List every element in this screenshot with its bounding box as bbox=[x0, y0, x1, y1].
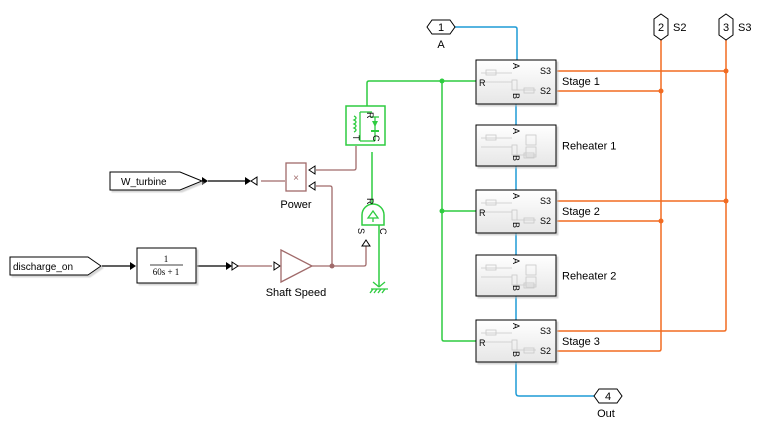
inport-a-number: 1 bbox=[438, 22, 444, 34]
port-a-label: A bbox=[511, 63, 521, 69]
wire-s3-bus[interactable] bbox=[557, 40, 727, 332]
sensor-port-c: C bbox=[371, 135, 381, 142]
tf-numerator: 1 bbox=[164, 254, 169, 264]
inport-s3-label: S3 bbox=[738, 22, 751, 34]
wire-inport-a-to-stage1[interactable] bbox=[455, 26, 518, 60]
sensor-port-t: T bbox=[351, 135, 361, 141]
port-a-label: A bbox=[511, 193, 521, 199]
port-b-label: B bbox=[511, 155, 521, 161]
port-b-label: B bbox=[511, 222, 521, 228]
from-tag-label: discharge_on bbox=[13, 262, 73, 273]
port-s3-label: S3 bbox=[540, 196, 551, 206]
block-internal-icon bbox=[481, 264, 537, 289]
inport-a[interactable]: 1 A bbox=[426, 19, 456, 51]
ideal-rotational-motion-sensor[interactable]: R T C bbox=[345, 105, 386, 146]
inport-s2[interactable]: 2 S2 bbox=[653, 13, 686, 41]
port-b-label: B bbox=[511, 351, 521, 357]
goto-w-turbine[interactable]: W_turbine bbox=[109, 171, 204, 191]
block-name-label: Stage 1 bbox=[562, 76, 600, 88]
junction-s2-stage1 bbox=[658, 88, 664, 94]
port-a-label: A bbox=[511, 128, 521, 134]
ps-port-gain-in bbox=[273, 261, 281, 271]
port-a-label: A bbox=[511, 323, 521, 329]
wire-sensor-t-to-power[interactable] bbox=[316, 146, 357, 171]
port-r-label: R bbox=[479, 338, 486, 348]
port-s2-label: S2 bbox=[540, 86, 551, 96]
inport-s3-number: 3 bbox=[723, 22, 729, 34]
arrow-goto-in bbox=[202, 177, 208, 185]
wire-sensor-r-to-bus[interactable] bbox=[366, 80, 476, 106]
block-name-label: Reheater 2 bbox=[562, 271, 616, 283]
ps-port-converter bbox=[250, 176, 258, 186]
block-internal-icon bbox=[481, 199, 536, 224]
source-port-r: R bbox=[365, 198, 375, 205]
ps-port-power-in1 bbox=[308, 165, 316, 175]
shaft-speed-gain[interactable]: Shaft Speed bbox=[266, 248, 327, 299]
source-port-c: C bbox=[378, 228, 388, 235]
port-s2-label: S2 bbox=[540, 216, 551, 226]
port-b-label: B bbox=[511, 285, 521, 291]
port-b-label: B bbox=[511, 93, 521, 99]
wire-speed-to-source[interactable] bbox=[312, 246, 367, 267]
block-internal-icon bbox=[481, 329, 536, 354]
goto-tag-label: W_turbine bbox=[121, 177, 167, 188]
junction-s3-stage1 bbox=[723, 68, 729, 74]
port-s3-label: S3 bbox=[540, 66, 551, 76]
ideal-angular-velocity-source[interactable]: R S C bbox=[356, 198, 388, 235]
ps-port-power-in2 bbox=[308, 181, 316, 191]
outport-out[interactable]: 4 Out bbox=[593, 388, 623, 420]
junction-s3-stage2 bbox=[723, 198, 729, 204]
block-name-label: Stage 3 bbox=[562, 336, 600, 348]
outport-out-number: 4 bbox=[605, 391, 611, 403]
block-name-label: Stage 2 bbox=[562, 206, 600, 218]
port-a-label: A bbox=[511, 258, 521, 264]
wire-stage3-to-outport[interactable] bbox=[515, 362, 594, 397]
wire-speed-to-power[interactable] bbox=[316, 185, 333, 266]
block-internal-icon bbox=[481, 134, 537, 159]
wire-r-bus-vertical[interactable] bbox=[441, 81, 476, 342]
shaft-speed-label: Shaft Speed bbox=[266, 287, 327, 299]
multiply-icon: × bbox=[293, 173, 299, 184]
power-label: Power bbox=[280, 199, 312, 211]
thermal-wires bbox=[455, 26, 594, 397]
mech-wires bbox=[366, 80, 476, 342]
junction-s2-stage2 bbox=[658, 218, 664, 224]
arrow-ps-in bbox=[245, 177, 251, 185]
port-r-label: R bbox=[479, 78, 486, 88]
source-port-s: S bbox=[356, 228, 366, 234]
power-product-block[interactable]: × Power bbox=[280, 162, 312, 211]
arrow-tf-out bbox=[226, 262, 232, 270]
ps-port-gain-out bbox=[231, 261, 239, 271]
sensor-port-r: R bbox=[365, 112, 375, 119]
wire-s2-bus[interactable] bbox=[557, 40, 662, 352]
arrow-tf-in bbox=[130, 262, 136, 270]
inport-s2-label: S2 bbox=[673, 22, 686, 34]
block-name-label: Reheater 1 bbox=[562, 141, 616, 153]
inport-s2-number: 2 bbox=[658, 22, 664, 34]
block-internal-icon bbox=[481, 69, 536, 94]
orange-wires bbox=[557, 40, 727, 352]
physsig-wires bbox=[238, 146, 367, 267]
reheater-block-4[interactable]: A B Reheater 2 bbox=[475, 254, 616, 297]
junction-mech-top bbox=[439, 78, 445, 84]
sensor-arrow-icon bbox=[372, 121, 378, 127]
inport-a-label: A bbox=[437, 39, 445, 51]
from-discharge-on[interactable]: discharge_on bbox=[9, 256, 102, 276]
transfer-fcn-block[interactable] bbox=[136, 247, 197, 284]
port-s2-label: S2 bbox=[540, 346, 551, 356]
junction-speed bbox=[329, 263, 335, 269]
inport-s3[interactable]: 3 S3 bbox=[718, 13, 751, 41]
signal-wires bbox=[102, 180, 245, 267]
ps-port-source-s bbox=[361, 239, 371, 247]
reheater-block-2[interactable]: A B Reheater 1 bbox=[475, 124, 616, 167]
port-r-label: R bbox=[479, 208, 486, 218]
tf-denominator: 60s + 1 bbox=[153, 267, 180, 277]
port-s3-label: S3 bbox=[540, 326, 551, 336]
outport-out-label: Out bbox=[597, 408, 615, 420]
junction-mech-stage2 bbox=[439, 208, 445, 214]
mechanical-reference-ground[interactable] bbox=[369, 281, 388, 294]
